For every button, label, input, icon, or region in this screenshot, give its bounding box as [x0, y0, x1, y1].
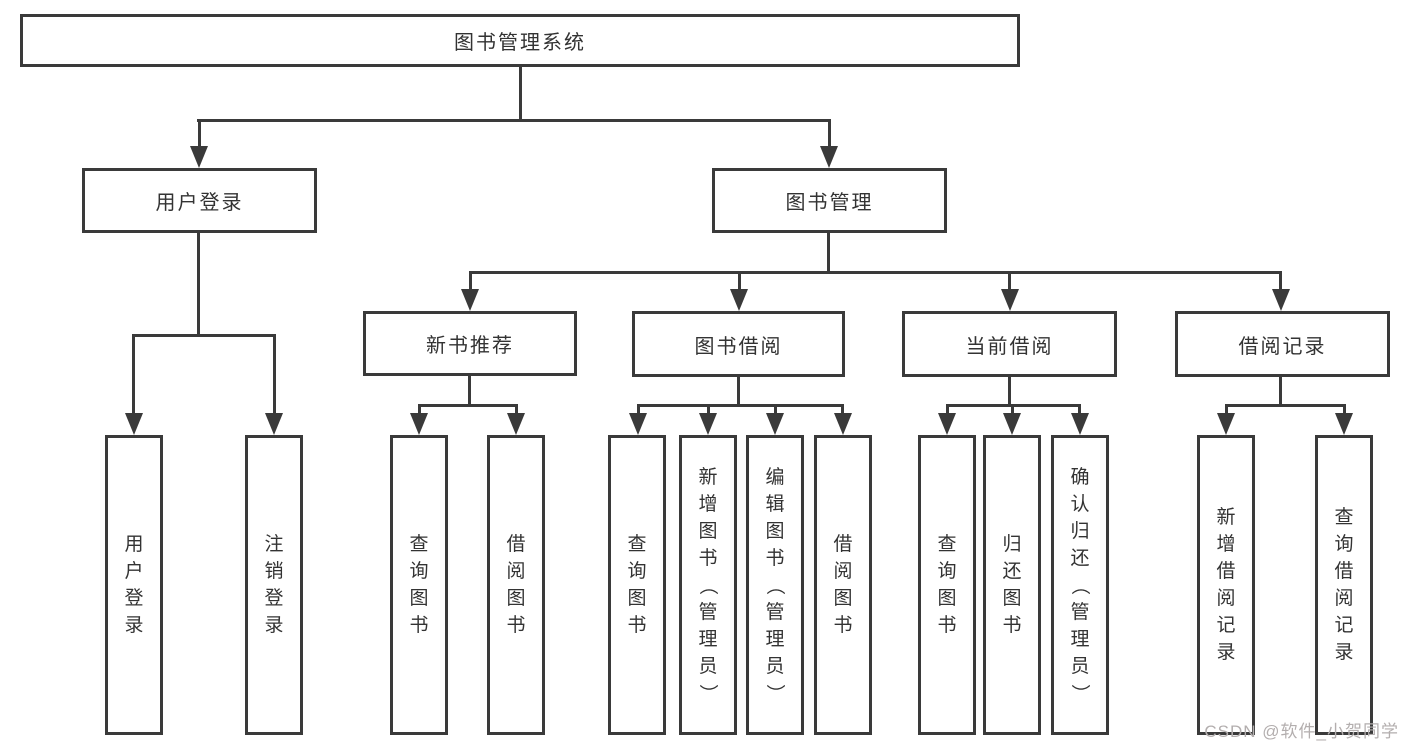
node-label: 新书推荐 — [426, 335, 514, 357]
connector-line — [1279, 377, 1282, 407]
leaf-query-books-recommend: 查询图书 — [390, 435, 448, 735]
connector-line — [841, 404, 844, 415]
connector-line — [198, 119, 201, 148]
arrowhead-down-icon — [1001, 289, 1019, 311]
connector-line — [1008, 271, 1011, 291]
leaf-borrow-books: 借阅图书 — [814, 435, 872, 735]
connector-line — [737, 377, 740, 407]
connector-line — [519, 67, 522, 119]
connector-line — [738, 271, 741, 291]
connector-line — [828, 119, 831, 148]
arrowhead-down-icon — [1003, 413, 1021, 435]
connector-line — [197, 233, 200, 337]
node-label: 图书管理 — [785, 192, 874, 214]
connector-line — [1008, 377, 1011, 407]
leaf-add-borrow-record: 新增借阅记录 — [1197, 435, 1255, 735]
node-borrowing-records: 借阅记录 — [1175, 311, 1390, 377]
node-label: 借阅记录 — [1238, 335, 1327, 358]
arrowhead-down-icon — [410, 413, 428, 435]
connector-line — [774, 404, 777, 415]
leaf-query-borrow-record: 查询借阅记录 — [1315, 435, 1373, 735]
connector-line — [1078, 404, 1081, 415]
arrowhead-down-icon — [1071, 413, 1089, 435]
leaf-add-books-admin: 新增图书（管理员） — [679, 435, 737, 735]
node-label: 当前借阅 — [965, 335, 1054, 358]
leaf-confirm-return-admin: 确认归还（管理员） — [1051, 435, 1109, 735]
connector-line — [637, 404, 640, 415]
node-current-borrowing: 当前借阅 — [902, 311, 1117, 377]
node-label: 用户登录 — [155, 192, 244, 214]
arrowhead-down-icon — [820, 146, 838, 168]
node-new-book-recommend: 新书推荐 — [363, 311, 577, 376]
connector-line — [1279, 271, 1282, 291]
arrowhead-down-icon — [1335, 413, 1353, 435]
connector-line — [418, 404, 421, 415]
node-label: 图书借阅 — [694, 335, 783, 358]
connector-line — [469, 271, 1282, 274]
connector-line — [707, 404, 710, 415]
connector-line — [1343, 404, 1346, 415]
leaf-return-books: 归还图书 — [983, 435, 1041, 735]
arrowhead-down-icon — [834, 413, 852, 435]
node-book-borrowing: 图书借阅 — [632, 311, 845, 377]
leaf-query-books-current: 查询图书 — [918, 435, 976, 735]
node-user-login: 用户登录 — [82, 168, 317, 233]
arrowhead-down-icon — [461, 289, 479, 311]
connector-line — [273, 334, 276, 415]
connector-line — [827, 233, 830, 273]
arrowhead-down-icon — [730, 289, 748, 311]
arrowhead-down-icon — [265, 413, 283, 435]
connector-line — [418, 404, 517, 407]
connector-line — [197, 119, 831, 122]
arrowhead-down-icon — [938, 413, 956, 435]
connector-line — [1225, 404, 1228, 415]
node-label: 图书管理系统 — [454, 32, 586, 54]
arrowhead-down-icon — [1272, 289, 1290, 311]
connector-line — [469, 271, 472, 291]
csdn-watermark: CSDN @软件_小贺同学 — [1204, 722, 1399, 741]
leaf-borrow-books-recommend: 借阅图书 — [487, 435, 545, 735]
node-library-management-system: 图书管理系统 — [20, 14, 1020, 67]
connector-line — [1011, 404, 1014, 415]
connector-line — [468, 376, 471, 407]
connector-line — [132, 334, 276, 337]
connector-line — [946, 404, 949, 415]
connector-line — [637, 404, 844, 407]
connector-line — [515, 404, 518, 415]
arrowhead-down-icon — [629, 413, 647, 435]
arrowhead-down-icon — [125, 413, 143, 435]
connector-line — [132, 334, 135, 415]
leaf-query-books-borrowing: 查询图书 — [608, 435, 666, 735]
arrowhead-down-icon — [699, 413, 717, 435]
arrowhead-down-icon — [766, 413, 784, 435]
leaf-logout: 注销登录 — [245, 435, 303, 735]
arrowhead-down-icon — [507, 413, 525, 435]
node-book-management: 图书管理 — [712, 168, 947, 233]
leaf-edit-books-admin: 编辑图书（管理员） — [746, 435, 804, 735]
arrowhead-down-icon — [1217, 413, 1235, 435]
arrowhead-down-icon — [190, 146, 208, 168]
leaf-user-login: 用户登录 — [105, 435, 163, 735]
connector-line — [1225, 404, 1346, 407]
